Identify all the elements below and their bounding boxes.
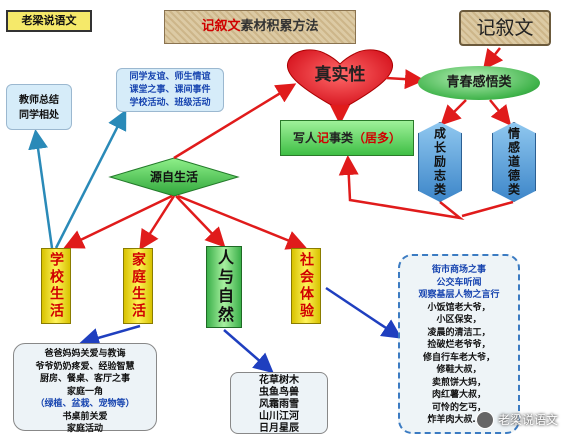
- teacher-line: 同学相处: [19, 110, 59, 121]
- society-line: 肉红薯大叔，: [431, 390, 486, 400]
- family-box: 爸爸妈妈关爱与教诲 爷爷奶奶疼爱、经验智慧 厨房、餐桌、客厅之事 家庭一角 （绿…: [13, 343, 157, 434]
- xieren-mid: 事类: [329, 131, 354, 145]
- society-line: 卖煎饼大妈，: [431, 377, 486, 388]
- page-title: 记叙文素材积累方法: [164, 10, 356, 44]
- nature-box: 花草树木 虫鱼鸟兽 风霜雨雪 山川江河 日月星辰: [230, 372, 328, 434]
- watermark-logo-icon: [476, 411, 494, 429]
- nature-line: 花草树木: [259, 375, 299, 386]
- society-line-blue: 观察基层人物之言行: [418, 290, 500, 300]
- arrow-genre-to-youth: [482, 47, 504, 70]
- family-line: 家庭一角: [66, 386, 103, 397]
- society-line-blue: 街市商场之事: [431, 265, 486, 275]
- arrow-youth-to-growth: [440, 99, 467, 126]
- title-rest: 素材积累方法: [240, 19, 319, 34]
- youth-ellipse: 青春感悟类: [418, 66, 540, 100]
- heart-label: 真实性: [314, 65, 366, 85]
- branch-family: 家庭生活: [123, 248, 153, 324]
- xieren-prefix: 写人: [292, 131, 317, 145]
- arrow-heart-to-youth: [385, 69, 425, 90]
- xieren-red: 记: [316, 131, 329, 145]
- growth-hexagon: 成长励志类: [418, 122, 462, 202]
- brand-label: 老梁说语文: [6, 10, 92, 32]
- family-line: 爸爸妈妈关爱与教诲: [44, 349, 126, 359]
- arrow-nature-to-naturebox: [223, 329, 274, 374]
- arrow-society-to-societybox: [325, 286, 403, 339]
- society-line: 凌晨的清洁工，: [427, 327, 491, 338]
- arrow-youth-to-emotion: [489, 99, 512, 126]
- genre-box: 记叙文: [459, 10, 551, 46]
- society-line: 小区保安，: [436, 315, 482, 325]
- society-line: 捡破烂老爷爷，: [427, 340, 491, 350]
- nature-line: 风霜雨雪: [259, 399, 299, 410]
- classmates-line: 同学友谊、师生情谊: [129, 72, 211, 82]
- nature-line: 山川江河: [259, 411, 299, 422]
- arrow-hex-to-xieren: [338, 155, 465, 221]
- family-line: 爷爷奶奶疼爱、经验智慧: [35, 361, 135, 372]
- society-line: 修鞋大叔，: [436, 365, 482, 375]
- society-line: 小饭馆老大爷，: [427, 302, 491, 313]
- arrow-source-to-heart: [173, 83, 297, 160]
- branch-nature: 人与自然: [206, 246, 242, 328]
- arrow-school-to-classmates: [54, 109, 127, 249]
- nature-line: 虫鱼鸟兽: [259, 387, 299, 398]
- society-line: 可怜的乞丐，: [431, 402, 486, 413]
- classmates-box: 同学友谊、师生情谊 课堂之事、课间事件 学校活动、班级活动: [116, 68, 224, 112]
- xieren-suffix: （居多）: [353, 131, 402, 145]
- family-line: 家庭活动: [66, 424, 103, 434]
- arrow-source-to-school: [63, 194, 173, 249]
- family-line: 厨房、餐桌、客厅之事: [39, 374, 130, 384]
- emotion-hexagon: 情感道德类: [492, 122, 536, 202]
- source-label: 源自生活: [149, 170, 198, 184]
- watermark: 老梁说语文: [476, 408, 566, 432]
- arrow-school-to-teacher: [28, 129, 54, 249]
- nature-line: 日月星辰: [259, 423, 299, 434]
- classmates-line: 学校活动、班级活动: [129, 98, 211, 108]
- society-line-blue: 公交车听闻: [436, 277, 482, 288]
- society-box: 街市商场之事 公交车听闻 观察基层人物之言行 小饭馆老大爷， 小区保安， 凌晨的…: [398, 254, 520, 434]
- arrow-source-to-family: [139, 195, 176, 251]
- classmates-line: 课堂之事、课间事件: [129, 85, 211, 95]
- teacher-line: 教师总结: [19, 95, 59, 106]
- heart-shape: [286, 49, 394, 111]
- watermark-text: 老梁说语文: [498, 413, 559, 427]
- teacher-box: 教师总结 同学相处: [6, 84, 72, 130]
- arrow-source-to-nature: [175, 195, 226, 248]
- family-line: 书桌前关爱: [62, 411, 108, 422]
- branch-society: 社会体验: [291, 248, 321, 324]
- arrow-family-to-familybox: [79, 324, 141, 348]
- arrow-source-to-society: [177, 194, 307, 250]
- society-line: 炸羊肉大叔……: [427, 415, 491, 425]
- society-line: 修自行车老大爷，: [422, 352, 495, 363]
- title-red: 记叙文: [201, 19, 241, 34]
- branch-school: 学校生活: [41, 248, 71, 324]
- xieren-box: 写人记事类（居多）: [280, 120, 414, 156]
- family-line-blue: （绿植、盆栽、宠物等）: [35, 399, 135, 409]
